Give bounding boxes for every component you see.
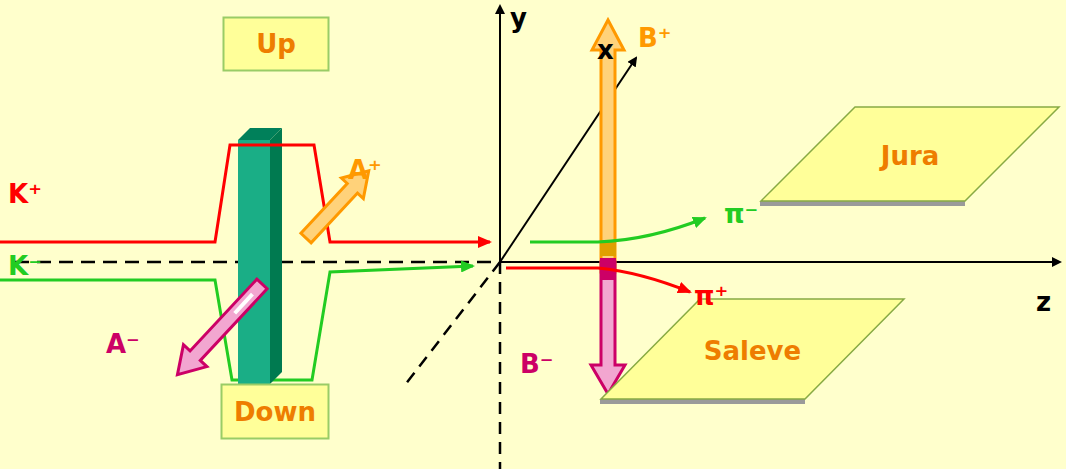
particle-label: B⁺ — [638, 24, 672, 53]
ground-plane: Saleve — [600, 298, 905, 404]
pi-plus-track — [506, 268, 690, 292]
particle-label: A⁻ — [106, 330, 140, 359]
label-box: Up — [222, 16, 330, 72]
axis-label: x — [597, 36, 614, 65]
particle-label: K⁺ — [8, 180, 42, 209]
ground-plane: Jura — [760, 106, 1060, 206]
y-axis-dashed — [499, 262, 502, 469]
k-plus-beam — [0, 145, 490, 242]
b-minus-arrow — [591, 262, 625, 394]
particle-label: B⁻ — [520, 350, 554, 379]
y-axis — [499, 6, 501, 262]
node-label: Jura — [881, 141, 940, 171]
node-label: Up — [256, 29, 296, 59]
z-axis — [500, 261, 1060, 263]
particle-label: K⁻ — [8, 252, 42, 281]
particle-label: π⁺ — [694, 282, 728, 311]
x-axis-dashed — [405, 262, 500, 385]
pi-minus-track — [530, 218, 705, 242]
node-label: Saleve — [704, 336, 801, 366]
particle-label: π⁻ — [724, 200, 758, 229]
magnet-slab — [238, 128, 282, 384]
axes — [15, 6, 1060, 469]
node-label: Down — [234, 397, 316, 427]
b-plus-arrow — [592, 20, 624, 272]
label-box: Down — [220, 383, 330, 440]
axis-label: z — [1036, 288, 1051, 317]
axis-label: y — [510, 4, 527, 33]
a-minus-arrow — [166, 273, 274, 386]
particle-label: A⁺ — [348, 156, 382, 185]
